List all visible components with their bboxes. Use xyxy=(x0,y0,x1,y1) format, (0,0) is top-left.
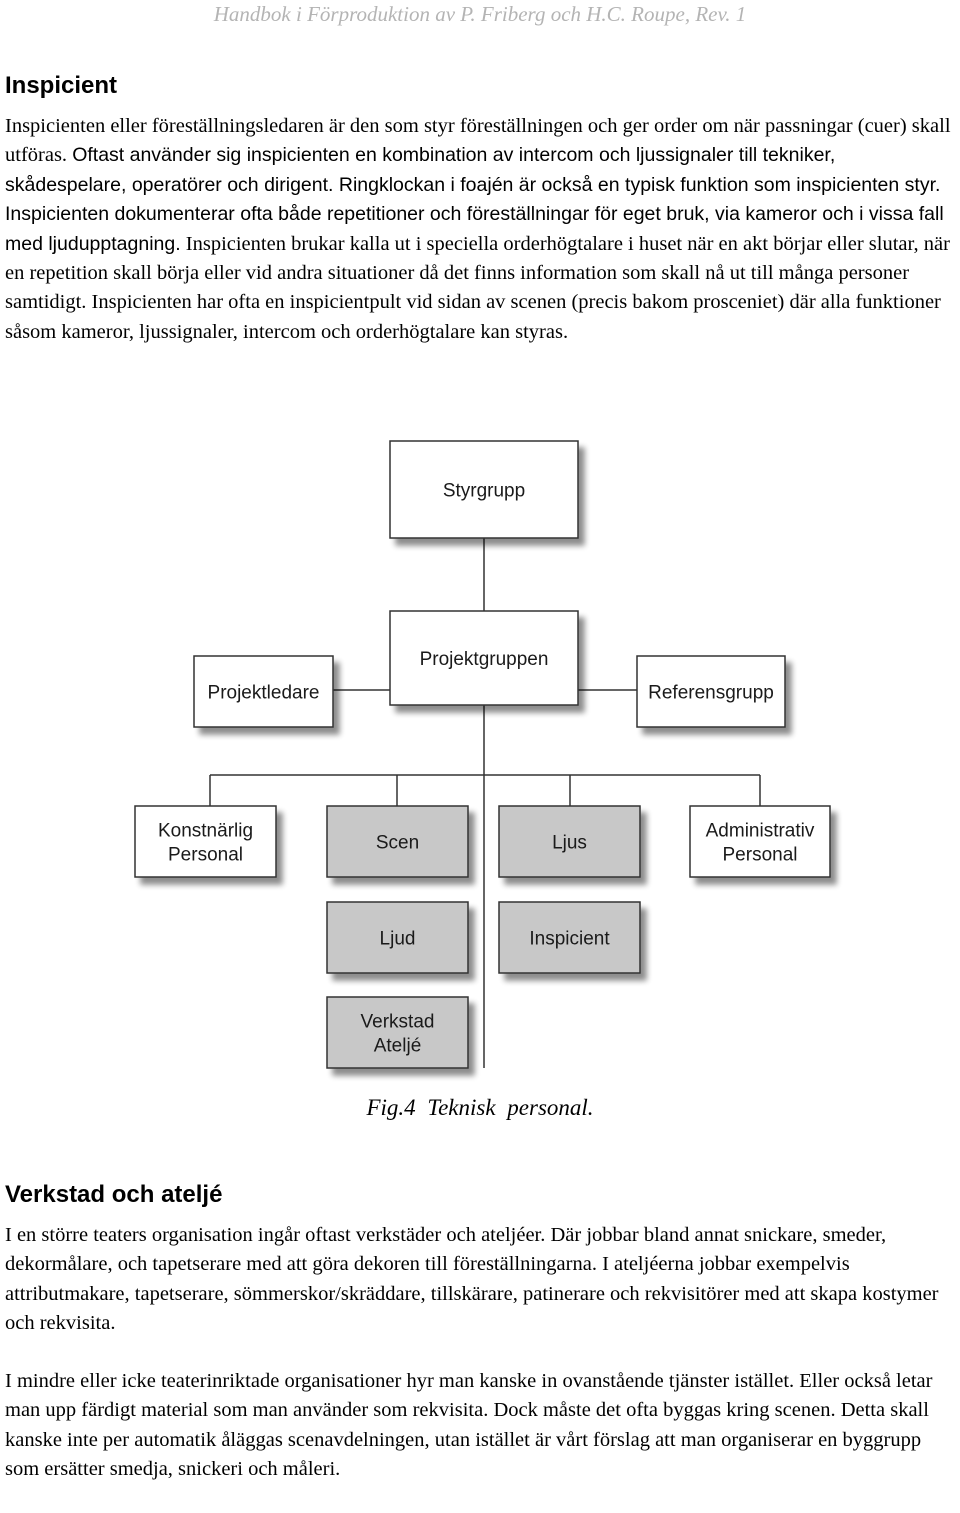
section-title-verkstad: Verkstad och ateljé xyxy=(5,1181,223,1208)
paragraph-inspicient-serif-2: Inspicienten brukar kalla ut i speciella… xyxy=(5,232,950,343)
connector-lines xyxy=(209,538,761,1068)
org-box-label: Ateljé xyxy=(374,1036,422,1057)
paragraph-inspicient-serif-1: Inspicienten eller föreställningsledaren… xyxy=(5,115,951,167)
paragraph-verkstad-2: I mindre eller icke teaterinriktade orga… xyxy=(5,1370,933,1481)
paragraph-inspicient-intro: Inspicienten eller föreställningsledaren… xyxy=(5,112,957,347)
org-box-label: Referensgrupp xyxy=(648,683,774,704)
org-box-label: Ljud xyxy=(380,929,416,950)
paragraph-inspicient-sans: Oftast använder sig inspicienten en komb… xyxy=(5,144,944,255)
org-box-scen: Scen xyxy=(326,805,469,878)
org-box-label: Projektledare xyxy=(208,683,320,704)
org-box-ljus: Ljus xyxy=(498,805,641,878)
org-box-label: Personal xyxy=(723,845,798,866)
org-box-label: Konstnärlig xyxy=(158,821,253,842)
org-box-label: Scen xyxy=(376,833,419,854)
org-box-label: Administrativ xyxy=(706,821,815,842)
paragraph-verkstad-1: I en större teaters organisation ingår o… xyxy=(5,1224,939,1335)
org-box-label: Inspicient xyxy=(529,929,610,950)
org-box-projektgruppen: Projektgruppen xyxy=(389,610,579,706)
org-box-label: Ljus xyxy=(552,833,587,854)
org-box-label: Verkstad xyxy=(361,1012,435,1033)
figure-caption: Fig.4 Teknisk personal. xyxy=(366,1095,594,1120)
running-header: Handbok i Förproduktion av P. Friberg oc… xyxy=(213,2,747,26)
org-box-styrgrupp: Styrgrupp xyxy=(389,440,579,539)
org-box-referensgrupp: Referensgrupp xyxy=(636,655,786,728)
org-box-label: Styrgrupp xyxy=(443,481,525,502)
org-box-projektledare: Projektledare xyxy=(193,655,334,728)
org-box-ljud: Ljud xyxy=(326,901,469,974)
section-title-inspicient: Inspicient xyxy=(5,72,118,99)
org-box-inspicient: Inspicient xyxy=(498,901,641,974)
org-box-label: Personal xyxy=(168,845,243,866)
org-box-label: Projektgruppen xyxy=(420,649,549,670)
